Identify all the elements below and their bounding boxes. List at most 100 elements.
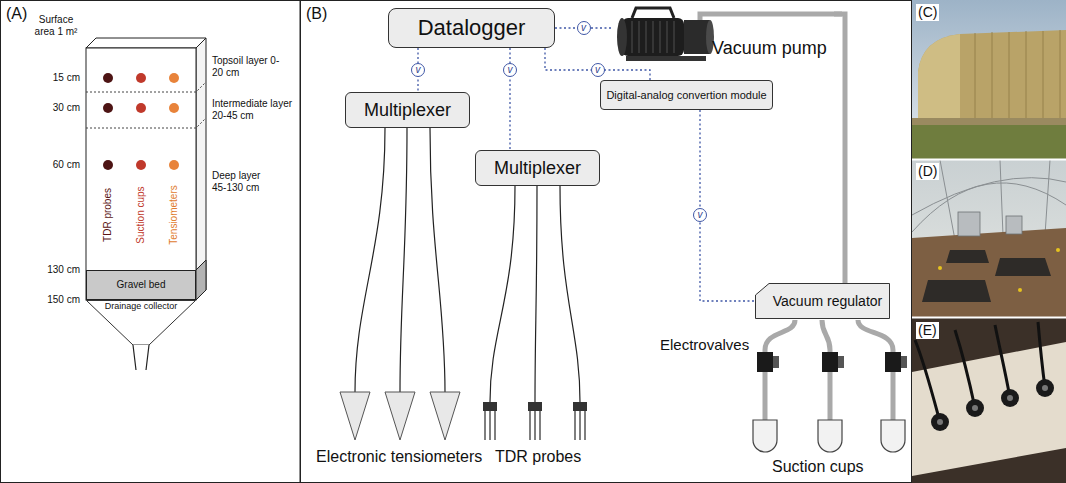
signal-marker: v [503, 63, 517, 77]
probe [966, 399, 984, 417]
photo-path [912, 118, 1066, 125]
node-text: Datalogger [418, 15, 526, 40]
marker [938, 266, 942, 270]
photo-background [912, 318, 1066, 483]
vacuum-regulator: Vacuum regulator [755, 283, 890, 319]
drain-spout [133, 345, 149, 370]
suction-cup-dot [136, 73, 146, 83]
sensor-label: Tensiometers [168, 185, 180, 244]
electrovalve-symbol [822, 352, 838, 372]
electrovalve-coil [901, 356, 907, 368]
signal-marker: v [693, 208, 707, 222]
suction-cup-dot [136, 103, 146, 113]
node-text: Drainage collector [105, 301, 178, 311]
tensiometer-dot [169, 73, 179, 83]
layer-label: Intermediate layer 20-45 cm [212, 98, 296, 122]
node-text: Digital-analog convertion module [606, 89, 766, 102]
signal-marker: v [591, 63, 605, 77]
signal-line [545, 48, 650, 80]
tdr-probe-rods [485, 411, 585, 440]
part-label: Electrovalves [660, 336, 749, 354]
electrovalve-symbol [757, 352, 773, 372]
converter-box: Digital-analog convertion module [600, 80, 773, 110]
signal-marker: v [411, 63, 425, 77]
panel-frame [301, 1, 912, 483]
probe [931, 413, 949, 431]
part-label: Suction cups [772, 457, 864, 476]
vacuum-pipe [700, 14, 842, 20]
photo-soil [912, 228, 1066, 318]
node-text: Gravel bed [117, 279, 166, 291]
equipment-box [958, 212, 980, 236]
pump-handle [632, 8, 674, 18]
greenhouse-ribs [975, 30, 1060, 118]
tdr-probe-head [483, 402, 497, 411]
column-side [196, 38, 206, 300]
lysimeter-top [946, 250, 989, 263]
sensor-cable [490, 186, 580, 402]
probe-center [1007, 395, 1013, 401]
panel-letter: (C) [916, 4, 939, 21]
suction-cup-symbol [881, 420, 905, 452]
pump-motor [622, 18, 684, 56]
sensor-label: Suction cups [135, 186, 147, 243]
tdr-probe-dot [103, 160, 113, 170]
panel-letter: (B) [306, 4, 327, 23]
surface-note: Surface area 1 m² [31, 14, 81, 38]
tensiometer-symbol [340, 392, 370, 440]
marker [1018, 288, 1022, 292]
tensiometer-dot [169, 160, 179, 170]
node-text: Multiplexer [494, 158, 581, 179]
drainage-collector: Drainage collector [86, 300, 196, 345]
tensiometer-symbol [385, 392, 415, 440]
photo-sky [912, 0, 1066, 159]
depth-label: 60 cm [53, 159, 80, 171]
datalogger-box: Datalogger [388, 8, 555, 48]
tensiometer-symbol [430, 392, 460, 440]
part-label: TDR probes [495, 447, 581, 466]
vacuum-pump: Vacuum pump [612, 2, 834, 66]
signal-marker: v [577, 21, 591, 35]
probe-center [1042, 385, 1048, 391]
motor-cap [617, 18, 627, 56]
greenhouse-frame [912, 160, 1066, 240]
sensor-label: TDR probes [102, 188, 114, 242]
greenhouse-roof [918, 30, 1066, 118]
marker [1056, 248, 1060, 252]
node-text: Multiplexer [364, 100, 451, 121]
greenhouse-end-wall [918, 34, 960, 118]
probe-center [972, 405, 978, 411]
layer-label: Deep layer 45-130 cm [212, 170, 274, 194]
equipment-box [1006, 216, 1022, 234]
tdr-probe-dot [103, 103, 113, 113]
panel-frame [1, 1, 301, 483]
probe [1001, 389, 1019, 407]
tdr-probe-dot [103, 73, 113, 83]
node-text: Vacuum regulator [773, 293, 882, 309]
depth-label: 130 cm [47, 264, 80, 276]
depth-label: 150 cm [47, 294, 80, 306]
lysimeter-top [995, 258, 1051, 276]
panel-letter: (D) [916, 163, 939, 180]
funnel-shape [87, 301, 196, 346]
layer-boundary [86, 82, 206, 128]
multiplexer-box: Multiplexer [345, 92, 470, 128]
gravel-bed: Gravel bed [86, 270, 196, 300]
regulator-shape [756, 284, 890, 319]
electrovalve-symbol [885, 352, 901, 372]
tdr-probe-head [573, 402, 587, 411]
depth-label: 15 cm [53, 72, 80, 84]
lysimeter-top [922, 280, 991, 302]
tdr-probe-head [528, 402, 542, 411]
pump-base [626, 56, 706, 61]
suction-cup-symbol [753, 420, 777, 452]
column-front [86, 48, 196, 300]
multiplexer-box: Multiplexer [475, 150, 600, 186]
probe-cable [915, 322, 1045, 422]
vacuum-pipe [765, 320, 893, 420]
panel-letter: (A) [6, 4, 27, 23]
signal-line [700, 110, 755, 301]
